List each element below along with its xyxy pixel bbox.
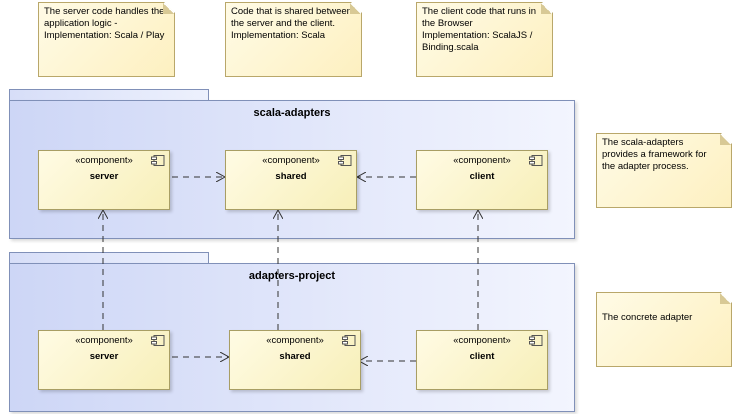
component-name: client [469, 171, 495, 182]
component-stereotype: «component» [75, 155, 133, 166]
component-stereotype: «component» [453, 155, 511, 166]
server-note[interactable]: The server code handles the application … [38, 2, 175, 77]
component-icon [529, 155, 543, 166]
component-stereotype: «component» [262, 155, 320, 166]
component-name: shared [279, 351, 311, 362]
server-note-text: The server code handles the application … [44, 6, 165, 41]
adapters-project-package-tab [9, 252, 209, 264]
top-server-component[interactable]: «component» server [38, 150, 170, 210]
shared-note-text: Code that is shared between the server a… [231, 6, 352, 41]
component-icon [342, 335, 356, 346]
client-note-text: The client code that runs in the Browser… [422, 6, 537, 53]
shared-note[interactable]: Code that is shared between the server a… [225, 2, 362, 77]
component-name: server [89, 171, 119, 182]
component-stereotype: «component» [266, 335, 324, 346]
adapters-project-note[interactable]: The concrete adapter [596, 292, 732, 367]
scala-adapters-package-title: scala-adapters [253, 107, 331, 119]
client-note[interactable]: The client code that runs in the Browser… [416, 2, 553, 77]
component-icon [529, 335, 543, 346]
component-icon [338, 155, 352, 166]
bottom-server-component[interactable]: «component» server [38, 330, 170, 390]
top-shared-component[interactable]: «component» shared [225, 150, 357, 210]
adapters-project-note-text: The concrete adapter [602, 312, 693, 323]
bottom-shared-component[interactable]: «component» shared [229, 330, 361, 390]
scala-adapters-package-tab [9, 89, 209, 101]
component-name: shared [275, 171, 307, 182]
scala-adapters-note-text: The scala-adapters provides a framework … [602, 137, 707, 172]
bottom-client-component[interactable]: «component» client [416, 330, 548, 390]
component-stereotype: «component» [453, 335, 511, 346]
top-client-component[interactable]: «component» client [416, 150, 548, 210]
component-icon [151, 155, 165, 166]
component-name: client [469, 351, 495, 362]
component-icon [151, 335, 165, 346]
component-name: server [89, 351, 119, 362]
scala-adapters-note[interactable]: The scala-adapters provides a framework … [596, 133, 732, 208]
adapters-project-package-title: adapters-project [248, 270, 336, 282]
component-stereotype: «component» [75, 335, 133, 346]
